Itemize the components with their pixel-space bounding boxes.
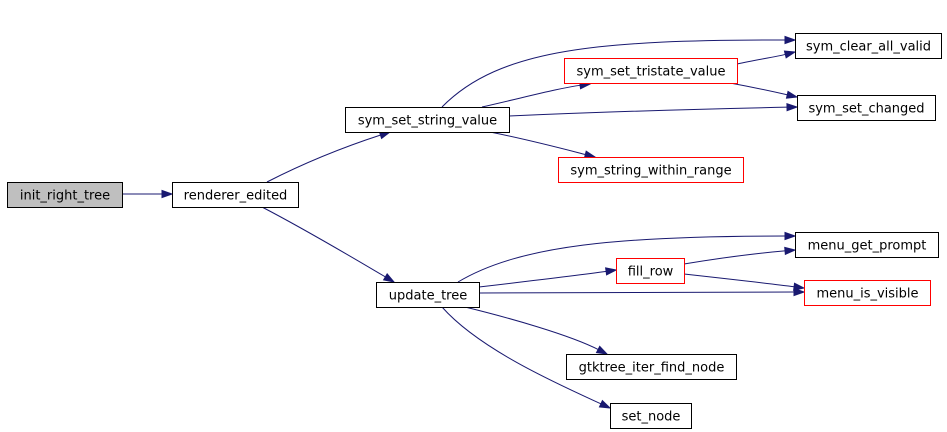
node-box[interactable] xyxy=(566,354,737,380)
node-box[interactable] xyxy=(616,258,685,284)
arrowhead-icon xyxy=(595,345,609,355)
node-box[interactable] xyxy=(795,33,942,59)
edge-update_tree-to-fill_row xyxy=(478,267,618,288)
arrowhead-icon xyxy=(161,189,174,199)
node-box[interactable] xyxy=(564,58,738,84)
arrowhead-icon xyxy=(783,50,797,59)
arrowhead-icon xyxy=(784,231,797,241)
nodes-layer: init_right_tree renderer_edited sym_set_st… xyxy=(7,33,942,429)
node-box[interactable] xyxy=(797,95,936,121)
edge-line xyxy=(478,270,608,288)
node-box[interactable] xyxy=(558,157,744,183)
edge-line xyxy=(266,134,382,183)
arrowhead-icon xyxy=(786,103,799,112)
arrowhead-icon xyxy=(784,35,797,45)
edge-renderer_edited-to-sym_set_string_value xyxy=(266,131,392,183)
edge-line xyxy=(441,39,787,108)
node-renderer_edited[interactable]: renderer_edited xyxy=(172,182,299,208)
node-label: menu_get_prompt xyxy=(808,239,927,254)
edge-line xyxy=(489,131,587,156)
edge-line xyxy=(683,273,796,288)
edge-sym_set_string_value-to-sym_clear_all_valid xyxy=(441,35,797,108)
node-box[interactable] xyxy=(610,403,692,429)
node-label: sym_string_within_range xyxy=(570,164,731,179)
edge-sym_set_string_value-to-sym_string_within_range xyxy=(489,131,597,159)
edge-update_tree-to-menu_is_visible xyxy=(478,287,806,297)
node-sym_set_tristate_value[interactable]: sym_set_tristate_value xyxy=(564,58,738,84)
node-label: menu_is_visible xyxy=(816,287,918,302)
edge-sym_set_tristate_value-to-sym_set_changed xyxy=(729,82,799,99)
edge-line xyxy=(481,84,582,108)
node-label: init_right_tree xyxy=(20,189,110,204)
node-box[interactable] xyxy=(345,107,510,133)
arrowhead-icon xyxy=(785,90,799,99)
node-box[interactable] xyxy=(795,232,939,258)
node-sym_set_changed[interactable]: sym_set_changed xyxy=(797,95,936,121)
edge-line xyxy=(261,206,387,278)
node-sym_set_string_value[interactable]: sym_set_string_value xyxy=(345,107,510,133)
edge-line xyxy=(729,82,789,96)
arrowhead-icon xyxy=(784,246,797,256)
node-box[interactable] xyxy=(804,280,931,306)
node-menu_get_prompt[interactable]: menu_get_prompt xyxy=(795,232,939,258)
node-fill_row[interactable]: fill_row xyxy=(616,258,685,284)
node-update_tree[interactable]: update_tree xyxy=(376,282,480,308)
edges-layer xyxy=(121,35,806,409)
edge-line xyxy=(441,306,603,405)
node-box[interactable] xyxy=(7,182,123,208)
node-label: sym_set_tristate_value xyxy=(577,65,726,80)
node-label: fill_row xyxy=(628,265,674,280)
node-label: update_tree xyxy=(389,289,467,304)
arrowhead-icon xyxy=(793,282,806,291)
edge-line xyxy=(736,53,787,65)
edge-update_tree-to-menu_get_prompt xyxy=(457,231,797,283)
arrowhead-icon xyxy=(583,150,597,159)
node-set_node[interactable]: set_node xyxy=(610,403,692,429)
node-label: gtktree_iter_find_node xyxy=(579,361,725,376)
node-box[interactable] xyxy=(172,182,299,208)
edge-sym_set_string_value-to-sym_set_changed xyxy=(508,103,799,117)
node-sym_clear_all_valid[interactable]: sym_clear_all_valid xyxy=(795,33,942,59)
edge-sym_set_string_value-to-sym_set_tristate_value xyxy=(481,81,592,108)
node-menu_is_visible[interactable]: menu_is_visible xyxy=(804,280,931,306)
arrowhead-icon xyxy=(793,287,806,297)
edge-update_tree-to-gtktree_iter_find_node xyxy=(464,306,609,355)
node-box[interactable] xyxy=(376,282,480,308)
edge-sym_set_tristate_value-to-sym_clear_all_valid xyxy=(736,50,797,65)
node-label: renderer_edited xyxy=(184,189,288,204)
node-init_right_tree[interactable]: init_right_tree xyxy=(7,182,123,208)
edge-line xyxy=(464,306,600,351)
node-label: set_node xyxy=(622,410,681,425)
edge-update_tree-to-set_node xyxy=(441,306,612,409)
edge-renderer_edited-to-update_tree xyxy=(261,206,396,283)
arrowhead-icon xyxy=(382,273,396,283)
node-label: sym_set_changed xyxy=(808,102,924,117)
edge-line xyxy=(508,106,789,117)
arrowhead-icon xyxy=(605,267,618,276)
arrowhead-icon xyxy=(598,399,612,409)
node-label: sym_set_string_value xyxy=(358,114,497,129)
node-sym_string_within_range[interactable]: sym_string_within_range xyxy=(558,157,744,183)
edge-fill_row-to-menu_is_visible xyxy=(683,273,806,291)
node-label: sym_clear_all_valid xyxy=(806,40,931,55)
edge-fill_row-to-menu_get_prompt xyxy=(683,246,797,265)
edge-line xyxy=(683,250,787,265)
edge-line xyxy=(457,235,787,283)
edge-init_right_tree-to-renderer_edited xyxy=(121,189,174,199)
node-gtktree_iter_find_node[interactable]: gtktree_iter_find_node xyxy=(566,354,737,380)
edge-line xyxy=(478,291,796,294)
